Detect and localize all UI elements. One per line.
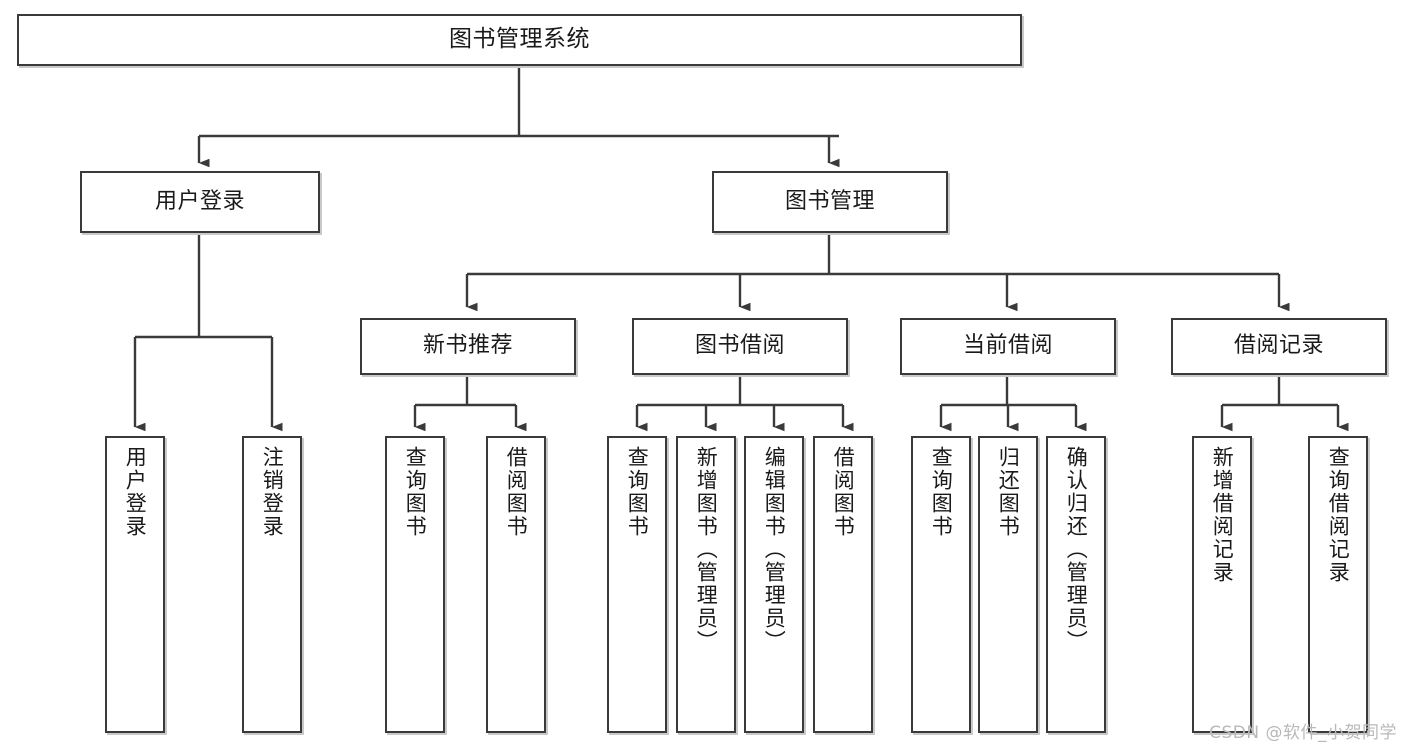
- node-user-login-label: 用户登录: [154, 188, 245, 214]
- node-leaf-confirm-return-label: 确认归还（管理员）: [1064, 446, 1089, 653]
- node-leaf-query-book-2-label: 查询图书: [625, 446, 650, 538]
- node-new-book-recommend[interactable]: 新书推荐: [360, 318, 576, 375]
- node-leaf-query-record[interactable]: 查询借阅记录: [1308, 436, 1368, 733]
- node-leaf-borrow-book-1-label: 借阅图书: [504, 446, 529, 538]
- node-leaf-borrow-book-1[interactable]: 借阅图书: [486, 436, 546, 733]
- node-user-login[interactable]: 用户登录: [80, 171, 320, 233]
- node-leaf-borrow-book-2[interactable]: 借阅图书: [813, 436, 873, 733]
- node-leaf-user-login-label: 用户登录: [123, 446, 148, 538]
- node-book-manage[interactable]: 图书管理: [712, 171, 948, 233]
- node-leaf-user-logout-label: 注销登录: [260, 446, 285, 538]
- node-leaf-query-book-2[interactable]: 查询图书: [607, 436, 667, 733]
- node-new-book-recommend-label: 新书推荐: [422, 333, 513, 359]
- node-leaf-query-book-3-label: 查询图书: [929, 446, 954, 538]
- node-root[interactable]: 图书管理系统: [17, 14, 1022, 66]
- node-leaf-add-record[interactable]: 新增借阅记录: [1192, 436, 1252, 733]
- node-leaf-edit-book-label: 编辑图书（管理员）: [762, 446, 787, 653]
- node-leaf-add-record-label: 新增借阅记录: [1210, 446, 1235, 584]
- node-leaf-query-record-label: 查询借阅记录: [1326, 446, 1351, 584]
- node-leaf-add-book-label: 新增图书（管理员）: [694, 446, 719, 653]
- node-root-label: 图书管理系统: [449, 26, 590, 53]
- node-leaf-borrow-book-2-label: 借阅图书: [831, 446, 856, 538]
- node-leaf-query-book-3[interactable]: 查询图书: [911, 436, 971, 733]
- node-leaf-query-book-1-label: 查询图书: [403, 446, 428, 538]
- node-leaf-query-book-1[interactable]: 查询图书: [385, 436, 445, 733]
- node-leaf-return-book-label: 归还图书: [996, 446, 1021, 538]
- node-current-borrow[interactable]: 当前借阅: [900, 318, 1116, 375]
- node-borrow-record-label: 借阅记录: [1233, 333, 1324, 359]
- node-leaf-add-book[interactable]: 新增图书（管理员）: [676, 436, 736, 733]
- node-leaf-user-login[interactable]: 用户登录: [105, 436, 165, 733]
- node-book-manage-label: 图书管理: [784, 188, 875, 214]
- node-borrow-record[interactable]: 借阅记录: [1171, 318, 1387, 375]
- node-leaf-edit-book[interactable]: 编辑图书（管理员）: [744, 436, 804, 733]
- node-current-borrow-label: 当前借阅: [962, 333, 1053, 359]
- node-leaf-confirm-return[interactable]: 确认归还（管理员）: [1046, 436, 1106, 733]
- node-book-borrow[interactable]: 图书借阅: [632, 318, 848, 375]
- node-leaf-user-logout[interactable]: 注销登录: [242, 436, 302, 733]
- node-leaf-return-book[interactable]: 归还图书: [978, 436, 1038, 733]
- node-book-borrow-label: 图书借阅: [694, 333, 785, 359]
